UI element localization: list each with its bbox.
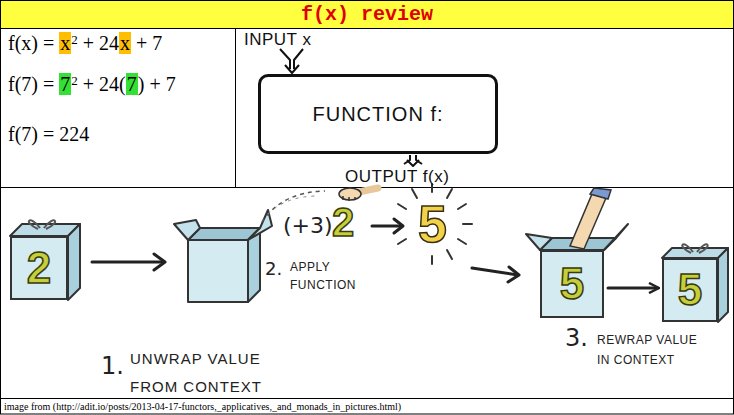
value-number: 2 bbox=[332, 200, 354, 244]
gift-box-faces bbox=[662, 244, 728, 322]
function-label-group: (+3) bbox=[283, 213, 333, 239]
equation: + 7 bbox=[136, 32, 162, 54]
equation: 2 bbox=[71, 73, 78, 88]
hand bbox=[339, 188, 378, 201]
equation: 7 bbox=[126, 73, 138, 95]
equation-group: f(x) =x2+ 24x+ 7 bbox=[8, 31, 162, 55]
motion-arc bbox=[268, 196, 318, 214]
equation: f(7) = 224 bbox=[8, 123, 89, 145]
equation: ) + 7 bbox=[138, 73, 176, 95]
open-box: 5 bbox=[540, 250, 604, 318]
equation: 2 bbox=[71, 32, 78, 47]
wrapped-box: 2 bbox=[10, 236, 68, 300]
output-label-group: OUTPUT f(x) bbox=[345, 167, 449, 187]
output-funnel bbox=[404, 155, 422, 166]
equation: f(x) = bbox=[8, 32, 54, 54]
step-label-group: APPLY FUNCTION bbox=[290, 257, 362, 293]
equation: x bbox=[59, 32, 71, 54]
step-label-group: UNWRAP VALUE FROM CONTEXT bbox=[130, 345, 270, 401]
gift-box-faces bbox=[10, 220, 80, 300]
input-funnel bbox=[280, 49, 303, 73]
value-number: 5 bbox=[418, 195, 447, 253]
step-number: 1. bbox=[101, 352, 124, 380]
hand bbox=[570, 188, 611, 249]
table-rule bbox=[0, 398, 734, 399]
wrapped-box: 5 bbox=[662, 258, 718, 322]
equation: + 24( bbox=[83, 73, 126, 95]
equation: f(7) = bbox=[8, 73, 54, 95]
output-label: OUTPUT f(x) bbox=[345, 167, 449, 186]
step-number: 3. bbox=[565, 324, 588, 352]
sketch-arrow bbox=[472, 267, 519, 282]
function-label: FUNCTION f: bbox=[313, 103, 444, 126]
box-value: 2 bbox=[27, 246, 51, 290]
input-label-group: INPUT x bbox=[244, 30, 311, 50]
equation-group: f(7) =72+ 24(7) + 7 bbox=[8, 72, 176, 96]
step-label: UNWRAP VALUE FROM CONTEXT bbox=[130, 350, 262, 395]
table-rule bbox=[0, 28, 734, 29]
box-value: 5 bbox=[560, 262, 584, 306]
step-number-group: 1. bbox=[101, 352, 124, 380]
step-number-group: 3. bbox=[565, 324, 588, 352]
equation: + 24 bbox=[83, 32, 119, 54]
value-number-group: 5 bbox=[418, 198, 447, 250]
connector-arrow bbox=[608, 287, 658, 290]
step-number-group: 2. bbox=[265, 258, 282, 280]
equation-group: f(7) = 224 bbox=[8, 122, 89, 146]
function-box: FUNCTION f: bbox=[258, 74, 498, 154]
function-label: (+3) bbox=[283, 213, 333, 238]
step-label-group: REWRAP VALUE IN CONTEXT bbox=[597, 330, 709, 370]
input-label: INPUT x bbox=[244, 30, 311, 49]
title-text: f(x) review bbox=[0, 1, 734, 28]
glow-rays bbox=[398, 184, 472, 264]
value-number-group: 2 bbox=[332, 202, 354, 242]
open-box bbox=[174, 210, 272, 302]
caption-text: image from (http://adit.io/posts/2013-04… bbox=[4, 400, 401, 413]
box-value: 5 bbox=[678, 268, 702, 312]
title-band bbox=[1, 1, 733, 28]
step-label: REWRAP VALUE IN CONTEXT bbox=[597, 333, 697, 367]
step-label: APPLY FUNCTION bbox=[290, 260, 356, 292]
equation: x bbox=[119, 32, 131, 54]
table-rule bbox=[235, 28, 236, 187]
sketch-arrow bbox=[372, 219, 403, 233]
sketch-arrow bbox=[92, 254, 165, 270]
step-number: 2. bbox=[265, 258, 282, 279]
equation: 7 bbox=[59, 73, 71, 95]
